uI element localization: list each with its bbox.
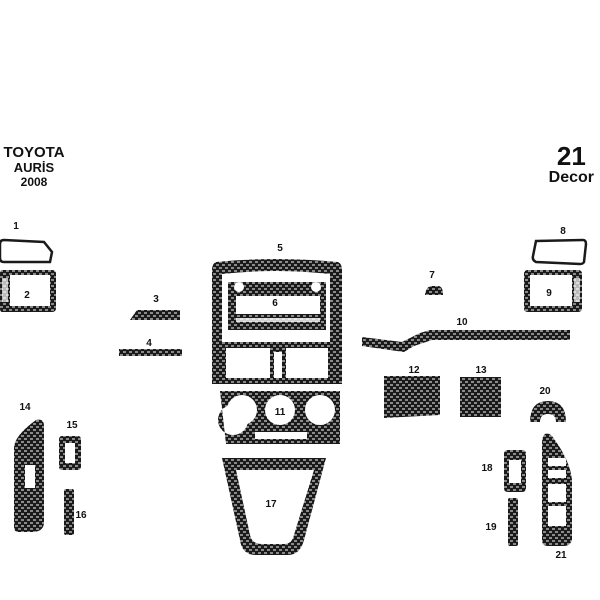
part-12[interactable]: 12 (384, 365, 440, 418)
part-label-19: 19 (485, 522, 497, 533)
part-label-15: 15 (66, 420, 78, 431)
part-7[interactable]: 7 (425, 270, 443, 295)
part-label-12: 12 (408, 365, 420, 376)
part-16[interactable]: 16 (64, 489, 87, 535)
part-21[interactable]: 21 (542, 433, 572, 561)
part-3[interactable]: 3 (130, 294, 180, 320)
part-label-3: 3 (153, 294, 159, 305)
part-label-10: 10 (456, 317, 468, 328)
part-label-7: 7 (429, 270, 435, 281)
kit-info: 21 Decor (549, 143, 594, 187)
part-label-2: 2 (24, 290, 30, 301)
part-20[interactable]: 20 (530, 386, 566, 422)
part-4[interactable]: 4 (119, 338, 182, 356)
part-label-21: 21 (555, 550, 567, 561)
part-label-18: 18 (481, 463, 493, 474)
part-label-5: 5 (277, 243, 283, 254)
vehicle-make: TOYOTA (3, 144, 65, 161)
part-label-6: 6 (272, 298, 278, 309)
part-1[interactable]: 1 (0, 221, 54, 264)
part-label-16: 16 (75, 510, 87, 521)
part-label-20: 20 (539, 386, 551, 397)
part-14[interactable]: 14 (14, 402, 44, 532)
part-label-9: 9 (546, 288, 552, 299)
part-17[interactable]: 17 (222, 458, 326, 555)
part-2[interactable]: 2 (0, 270, 56, 312)
kit-label: Decor (548, 169, 594, 186)
vehicle-model: AURİS (13, 160, 55, 175)
part-5[interactable]: 5 (212, 243, 342, 384)
part-label-11: 11 (275, 407, 286, 418)
vehicle-year: 2008 (20, 175, 48, 189)
part-label-14: 14 (19, 402, 31, 413)
part-label-17: 17 (265, 499, 277, 510)
part-label-13: 13 (475, 365, 487, 376)
part-15[interactable]: 15 (59, 420, 81, 470)
part-18[interactable]: 18 (481, 450, 526, 492)
piece-count: 21 (556, 141, 586, 171)
part-19[interactable]: 19 (485, 498, 518, 546)
part-label-8: 8 (560, 226, 566, 237)
part-8[interactable]: 8 (531, 226, 588, 266)
vehicle-info: TOYOTA AURİS 2008 (0, 145, 68, 190)
part-label-1: 1 (13, 221, 19, 232)
part-11[interactable]: 11 (218, 391, 340, 444)
part-10[interactable]: 10 (362, 317, 570, 352)
part-9[interactable]: 9 (524, 270, 582, 312)
part-label-4: 4 (146, 338, 152, 349)
part-13[interactable]: 13 (460, 365, 501, 417)
part-6[interactable]: 6 (228, 282, 326, 330)
